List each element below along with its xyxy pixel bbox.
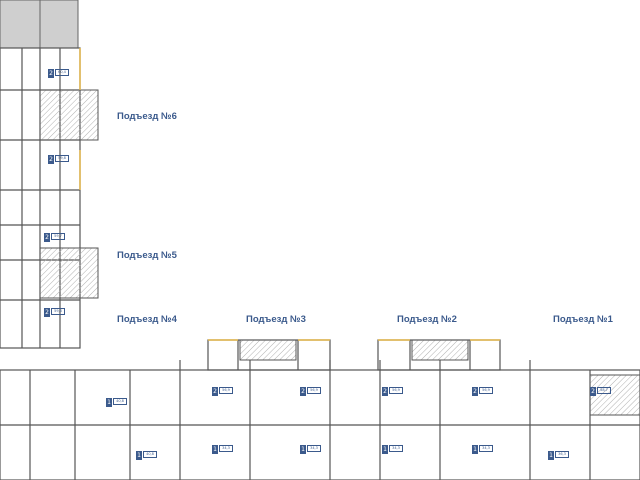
entrance-label-3: Подъезд №3 — [246, 314, 306, 325]
apartment-badge[interactable]: 2 56,9 — [300, 382, 321, 396]
apartment-area: 40,8 — [113, 398, 127, 405]
rooms-count: 2 — [44, 308, 50, 317]
apartment-badge[interactable]: 2 56,9 — [382, 382, 403, 396]
apartment-badge[interactable]: 2 59,7 — [44, 228, 65, 242]
rooms-count: 1 — [548, 451, 554, 460]
apartment-area: 34,3 — [389, 445, 403, 452]
apartment-area: 34,3 — [307, 445, 321, 452]
bottom-wing — [0, 360, 640, 480]
rooms-count: 1 — [106, 398, 112, 407]
apartment-badge[interactable]: 1 34,3 — [382, 440, 403, 454]
window-strips — [79, 48, 500, 341]
apartment-badge[interactable]: 2 60,4 — [48, 64, 69, 78]
rooms-count: 2 — [382, 387, 388, 396]
apartment-area: 34,3 — [479, 445, 493, 452]
rooms-count: 2 — [48, 155, 54, 164]
apartment-badge[interactable]: 1 34,3 — [212, 440, 233, 454]
entrance-label-1: Подъезд №1 — [553, 314, 613, 325]
entrance-label-4: Подъезд №4 — [117, 314, 177, 325]
apartment-area: 59,6 — [51, 308, 65, 315]
apartment-area: 56,9 — [219, 387, 233, 394]
rooms-count: 2 — [472, 387, 478, 396]
apartment-badge[interactable]: 1 34,3 — [472, 440, 493, 454]
apartment-badge[interactable]: 2 59,6 — [44, 303, 65, 317]
roof-block — [0, 0, 79, 49]
apartment-badge[interactable]: 1 36,3 — [548, 446, 569, 460]
rooms-count: 2 — [590, 387, 596, 396]
rooms-count: 1 — [300, 445, 306, 454]
apartment-area: 36,3 — [555, 451, 569, 458]
rooms-count: 1 — [136, 451, 142, 460]
apartment-area: 40,8 — [143, 451, 157, 458]
apartment-badge[interactable]: 1 40,8 — [106, 393, 127, 407]
entrance-label-6: Подъезд №6 — [117, 111, 177, 122]
apartment-badge[interactable]: 1 40,8 — [136, 446, 157, 460]
rooms-count: 2 — [48, 69, 54, 78]
apartment-badge[interactable]: 2 59,8 — [48, 150, 69, 164]
stair-core-1 — [589, 374, 640, 416]
apartment-badge[interactable]: 2 56,9 — [212, 382, 233, 396]
entrance-label-2: Подъезд №2 — [397, 314, 457, 325]
apartment-area: 56,9 — [389, 387, 403, 394]
apartment-badge[interactable]: 2 56,9 — [472, 382, 493, 396]
rooms-count: 2 — [212, 387, 218, 396]
rooms-count: 1 — [212, 445, 218, 454]
rooms-count: 2 — [44, 233, 50, 242]
apartment-area: 60,4 — [55, 69, 69, 76]
entrance-label-5: Подъезд №5 — [117, 250, 177, 261]
apartment-badge[interactable]: 1 34,3 — [300, 440, 321, 454]
apartment-area: 59,7 — [51, 233, 65, 240]
apartment-badge[interactable]: 2 58,7 — [590, 382, 611, 396]
rooms-count: 2 — [300, 387, 306, 396]
stair-core-3 — [239, 339, 297, 361]
rooms-count: 1 — [472, 445, 478, 454]
apartment-area: 59,8 — [55, 155, 69, 162]
stair-core-6 — [39, 89, 99, 141]
stair-core-5 — [39, 247, 99, 299]
apartment-area: 34,3 — [219, 445, 233, 452]
apartment-area: 58,7 — [597, 387, 611, 394]
apartment-area: 56,9 — [479, 387, 493, 394]
apartment-area: 56,9 — [307, 387, 321, 394]
stair-core-2 — [411, 339, 469, 361]
rooms-count: 1 — [382, 445, 388, 454]
